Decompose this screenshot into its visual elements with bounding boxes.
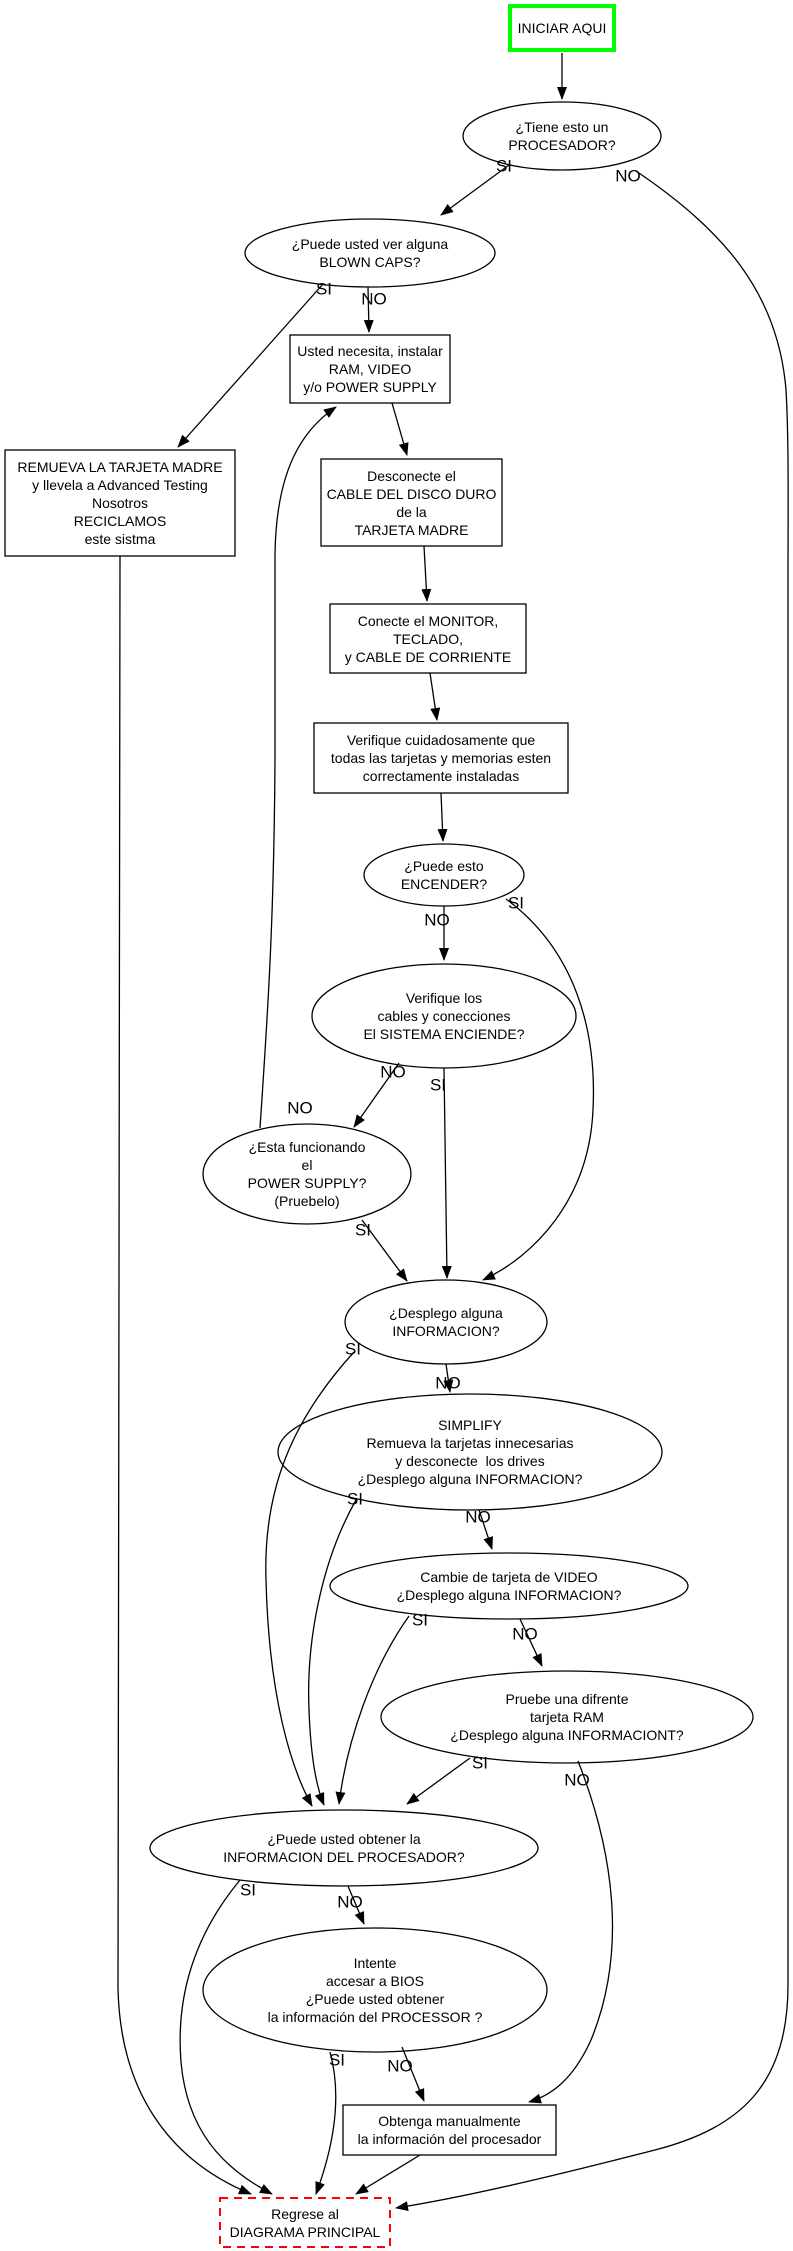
install-ram-node-shape [289,334,451,404]
edge-label-blowncaps-si: SI [315,279,333,299]
edge-label-simplify-si: SI [346,1489,364,1509]
edge-label-display-si: SI [344,1339,362,1359]
edge-getcpu-no-trybios [347,1885,365,1925]
edge-label-checkcables-si: SI [429,1075,447,1095]
edge-trybios-si-return [315,2051,337,2195]
simplify-node-shape [277,1393,663,1511]
psu-working-node: ¿Esta funcionando el POWER SUPPLY? (Prue… [247,1139,367,1209]
edge-blowncaps-si-remove [177,283,324,448]
blown-caps-node: ¿Puede usted ver alguna BLOWN CAPS? [291,236,449,270]
edge-label-getcpu-si: SI [239,1880,257,1900]
edge-getcpu-si-return [179,1879,273,2195]
edge-display-no-simplify [443,1363,454,1393]
edge-poweron-si-display [482,898,595,1281]
edge-tryram-si-getcpu [406,1757,471,1805]
start-node: INICIAR AQUI [517,20,607,36]
edge-label-changevideo-si: SI [411,1610,429,1630]
disconnect-cable-node: Desconecte el CABLE DEL DISCO DURO de la… [326,467,497,538]
try-bios-node-shape [202,1927,548,2053]
connect-monitor-node: Conecte el MONITOR, TECLADO, y CABLE DE … [344,612,512,665]
simplify-node: SIMPLIFY Remueva la tarjetas innecesaria… [357,1417,583,1487]
try-ram-node: Pruebe una difrente tarjeta RAM ¿Despleg… [450,1691,684,1743]
return-main-node-shape [219,2197,391,2248]
edge-tryram-no-manual [528,1760,614,2104]
check-cables-node: Verifique los cables y conecciones El SI… [363,990,525,1042]
edge-disconnect-to-connect [421,545,432,602]
edge-label-poweron-no: NO [424,910,450,930]
has-processor-node: ¿Tiene esto un PROCESADOR? [508,119,616,153]
edge-psu-si-display [361,1219,408,1282]
edge-changevideo-no-tryram [519,1618,543,1667]
display-info-node: ¿Desplego alguna INFORMACION? [389,1305,503,1339]
edge-changevideo-si-getcpu [335,1615,410,1805]
edge-install-to-disconnect [391,402,409,456]
edge-label-changevideo-no: NO [512,1624,538,1644]
blown-caps-node-shape [244,218,496,288]
edge-simplify-si-getcpu [308,1499,357,1806]
remove-board-node-shape [4,449,236,557]
change-video-node: Cambie de tarjeta de VIDEO ¿Desplego alg… [396,1569,622,1603]
manual-info-node: Obtenga manualmente la información del p… [357,2113,542,2147]
try-ram-node-shape [380,1670,754,1764]
edge-label-tryram-no: NO [564,1770,590,1790]
edge-label-checkcables-no: NO [380,1062,406,1082]
edge-label-getcpu-no: NO [337,1892,363,1912]
edge-display-si-getcpu [265,1351,355,1807]
edge-label-poweron-si: SI [507,893,525,913]
edge-checkcables-si-display [441,1067,452,1279]
edge-manual-to-return [355,2154,421,2195]
power-on-node: ¿Puede esto ENCENDER? [400,858,488,892]
has-processor-node-shape [462,101,662,171]
verify-cards-node: Verifique cuidadosamente que todas las t… [330,732,552,784]
edge-label-simplify-no: NO [465,1507,491,1527]
edge-label-processor-si: SI [495,156,513,176]
edge-trybios-no-manual [401,2046,425,2102]
remove-board-node: REMUEVA LA TARJETA MADRE y llevela a Adv… [17,459,223,547]
return-main-node: Regrese al DIAGRAMA PRINCIPAL [229,2205,381,2240]
edge-remove-to-return [117,555,252,2195]
connect-monitor-node-shape [329,603,527,674]
try-bios-node: Intente accesar a BIOS ¿Puede usted obte… [267,1955,483,2025]
edge-verify-to-poweron [437,792,448,842]
get-cpu-info-node: ¿Puede usted obtener la INFORMACION DEL … [223,1831,465,1865]
edge-label-blowncaps-no: NO [361,289,387,309]
edge-label-display-no: NO [435,1373,461,1393]
edge-label-processor-no: NO [615,166,641,186]
install-ram-node: Usted necesita, instalar RAM, VIDEO y/o … [297,343,443,395]
manual-info-node-shape [342,2104,557,2156]
psu-working-node-shape [202,1123,412,1225]
get-cpu-info-node-shape [149,1809,539,1887]
change-video-node-shape [329,1552,689,1620]
edge-blowncaps-no-install [363,286,374,333]
disconnect-cable-node-shape [320,458,503,547]
edge-checkcables-no-psu [353,1062,400,1128]
edge-label-psu-no: NO [287,1098,313,1118]
edge-label-trybios-no: NO [387,2056,413,2076]
edge-processor-no-return [395,170,789,2212]
edge-processor-si-blowncaps [440,164,510,216]
edge-label-trybios-si: SI [328,2050,346,2070]
edge-simplify-no-changevideo [478,1509,493,1550]
verify-cards-node-shape [313,722,569,794]
edge-psu-no-install [259,406,337,1129]
edge-label-psu-si: SI [354,1220,372,1240]
edge-label-tryram-si: SI [471,1753,489,1773]
start-node-shape [508,4,616,52]
edge-connect-to-verify [429,672,441,721]
